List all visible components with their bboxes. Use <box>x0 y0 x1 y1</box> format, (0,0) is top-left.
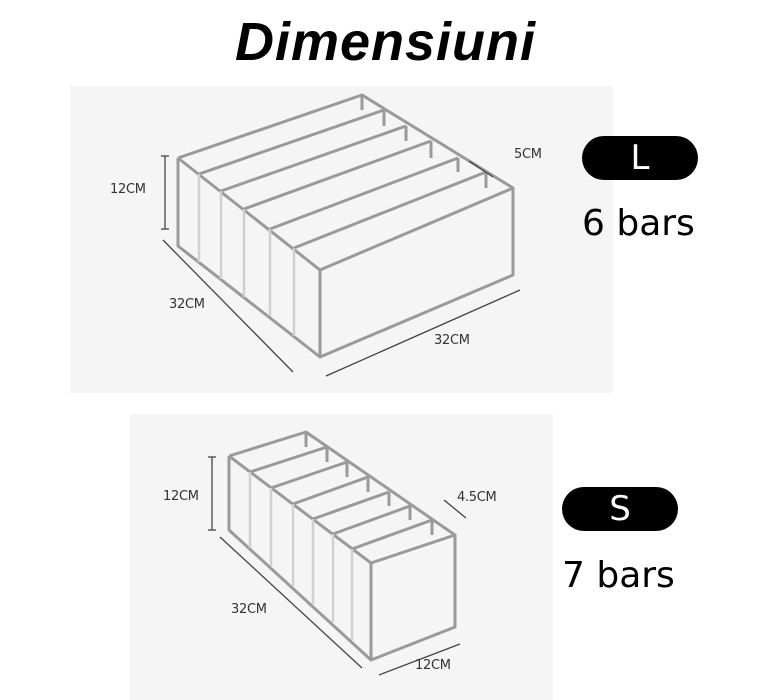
size-s-organizer-drawing <box>227 430 457 662</box>
size-s-width-label: 12CM <box>415 658 451 673</box>
size-l-dimension-lines <box>161 155 521 377</box>
size-s-divider-fronts <box>248 472 354 640</box>
size-s-bars-count: 7 bars <box>562 555 675 596</box>
size-s-dimension-lines <box>208 456 467 676</box>
size-l-illustration-panel <box>70 86 613 393</box>
size-s-depth-label: 32CM <box>231 602 267 617</box>
size-s-height-label: 12CM <box>163 489 199 504</box>
size-s-badge: S <box>562 487 678 531</box>
size-l-compartment-label: 5CM <box>514 147 542 162</box>
size-l-bars-count: 6 bars <box>582 203 695 244</box>
size-s-illustration-panel <box>130 414 553 700</box>
size-l-height-label: 12CM <box>110 182 146 197</box>
size-s-compartment-label: 4.5CM <box>457 490 497 505</box>
size-l-width-label: 32CM <box>434 333 470 348</box>
size-l-divider-fronts <box>197 174 296 336</box>
size-l-depth-label: 32CM <box>169 297 205 312</box>
size-l-organizer-drawing <box>176 93 515 359</box>
page-title: Dimensiuni <box>234 12 537 72</box>
size-l-badge: L <box>582 136 698 180</box>
